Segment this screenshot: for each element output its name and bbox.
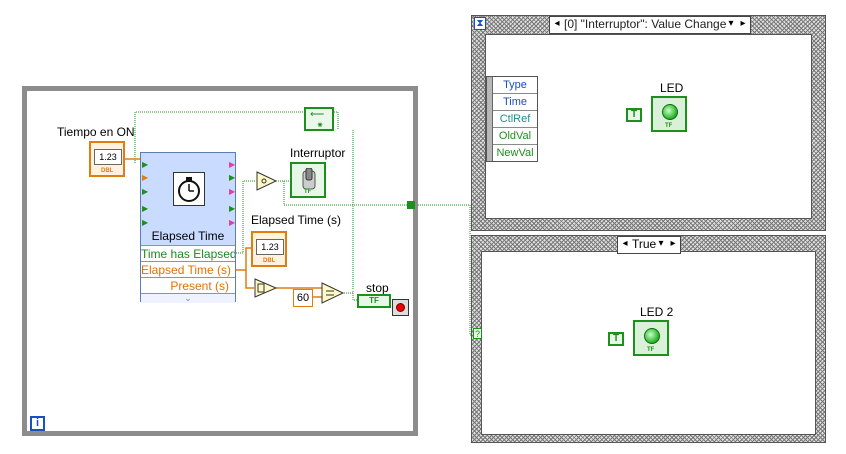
not-function[interactable] [256, 171, 278, 191]
event-data-ctlref[interactable]: CtlRef [493, 111, 537, 128]
case-selector-label: True [632, 237, 657, 251]
prev-case-arrow-icon[interactable]: ◂ [622, 238, 628, 249]
event-data-node-bar [487, 77, 493, 161]
elapsed-time-s-indicator[interactable]: 1.23 DBL [251, 231, 287, 267]
event-structure-diagram [485, 34, 812, 219]
tf-type-tag: TF [647, 347, 655, 353]
elapsed-time-s-label: Elapsed Time (s) [251, 213, 342, 227]
while-loop[interactable] [22, 86, 418, 436]
output-arrow-icon: ▶ [229, 173, 236, 182]
prev-case-arrow-icon[interactable]: ◂ [554, 18, 560, 29]
feedback-node[interactable]: ⟵ ⁕ [304, 107, 334, 131]
hourglass-icon: ⧗ [476, 18, 484, 29]
stop-red-dot-icon [396, 303, 405, 312]
event-case-selector[interactable]: ◂ [0] "Interruptor": Value Change ▾ ▸ [549, 16, 751, 34]
led-label: LED [660, 81, 684, 95]
dbl-type-tag: DBL [263, 258, 276, 264]
output-present[interactable]: Present (s) [141, 277, 235, 293]
stop-label: stop [366, 281, 389, 295]
input-arrow-icon: ▶ [142, 218, 149, 227]
led-indicator[interactable]: TF [651, 96, 687, 132]
output-elapsed-time[interactable]: Elapsed Time (s) [141, 261, 235, 277]
event-timeout-terminal[interactable]: ⧗ [474, 17, 486, 30]
true-constant-value: T [612, 333, 620, 344]
true-constant[interactable]: T [626, 108, 642, 122]
event-data-oldval[interactable]: OldVal [493, 128, 537, 145]
event-data-type[interactable]: Type [493, 77, 537, 94]
led2-label: LED 2 [640, 305, 674, 319]
output-arrow-icon: ▶ [229, 204, 236, 213]
numeric-display-icon: 1.23 [256, 239, 284, 255]
loop-iteration-terminal: i [30, 416, 45, 431]
event-case-label: [0] "Interruptor": Value Change [564, 17, 727, 31]
feedback-init-icon: ⁕ [316, 120, 324, 130]
input-arrow-icon: ▶ [142, 173, 149, 182]
true-constant[interactable]: T [608, 332, 624, 346]
feedback-arrow-icon: ⟵ [310, 109, 325, 120]
event-data-time[interactable]: Time [493, 94, 537, 111]
dbl-type-tag: DBL [101, 168, 114, 174]
tiempo-en-on-label: Tiempo en ON [57, 125, 135, 139]
next-case-arrow-icon[interactable]: ▸ [670, 238, 676, 249]
output-arrow-icon: ▶ [229, 218, 236, 227]
interruptor-label: Interruptor [290, 146, 346, 160]
input-arrow-icon: ▶ [142, 204, 149, 213]
case-dropdown-arrow-icon[interactable]: ▾ [658, 238, 664, 249]
numeric-display-icon: 1.23 [94, 149, 122, 165]
stop-terminal[interactable]: TF [357, 294, 391, 308]
equal-function[interactable] [321, 282, 345, 304]
to-integer-function[interactable] [254, 278, 278, 298]
output-time-has-elapsed[interactable]: Time has Elapsed [141, 245, 235, 261]
input-arrow-icon: ▶ [142, 187, 149, 196]
tf-type-tag: TF [304, 189, 312, 195]
output-arrow-icon: ▶ [229, 187, 236, 196]
tf-type-tag: TF [665, 123, 673, 129]
input-arrow-icon: ▶ [142, 160, 149, 169]
expand-chevron-icon[interactable]: ⌄ [141, 293, 235, 303]
output-arrow-icon: ▶ [229, 160, 236, 169]
led-light-icon [662, 104, 678, 120]
case-selector[interactable]: ◂ True ▾ ▸ [617, 236, 681, 254]
toggle-switch-icon [300, 167, 318, 190]
express-vi-title: Elapsed Time [151, 229, 225, 243]
event-data-newval[interactable]: NewVal [496, 147, 534, 159]
true-constant-value: T [630, 109, 638, 120]
numeric-display-value: 1.23 [261, 242, 279, 252]
express-vi-header: Elapsed Time ▶ ▶ ▶ ▶ ▶ ▶ ▶ ▶ ▶ ▶ [141, 153, 235, 245]
interruptor-control[interactable]: TF [290, 162, 326, 198]
stopwatch-icon [173, 172, 205, 206]
led2-indicator[interactable]: TF [633, 320, 669, 356]
tf-type-tag: TF [369, 296, 379, 305]
case-dropdown-arrow-icon[interactable]: ▾ [728, 18, 734, 29]
numeric-display-value: 1.23 [99, 152, 117, 162]
tiempo-en-on-control[interactable]: 1.23 DBL [89, 141, 125, 177]
case-selector-terminal[interactable]: ? [473, 328, 482, 339]
led-light-icon [644, 328, 660, 344]
event-data-node[interactable]: Type Time CtlRef OldVal NewVal [486, 76, 538, 162]
loop-tunnel [407, 201, 415, 209]
next-case-arrow-icon[interactable]: ▸ [740, 18, 746, 29]
constant-60[interactable]: 60 [293, 289, 313, 307]
elapsed-time-express-vi[interactable]: Elapsed Time ▶ ▶ ▶ ▶ ▶ ▶ ▶ ▶ ▶ ▶ Time ha… [140, 152, 236, 303]
loop-condition-stop-icon[interactable] [392, 299, 409, 316]
